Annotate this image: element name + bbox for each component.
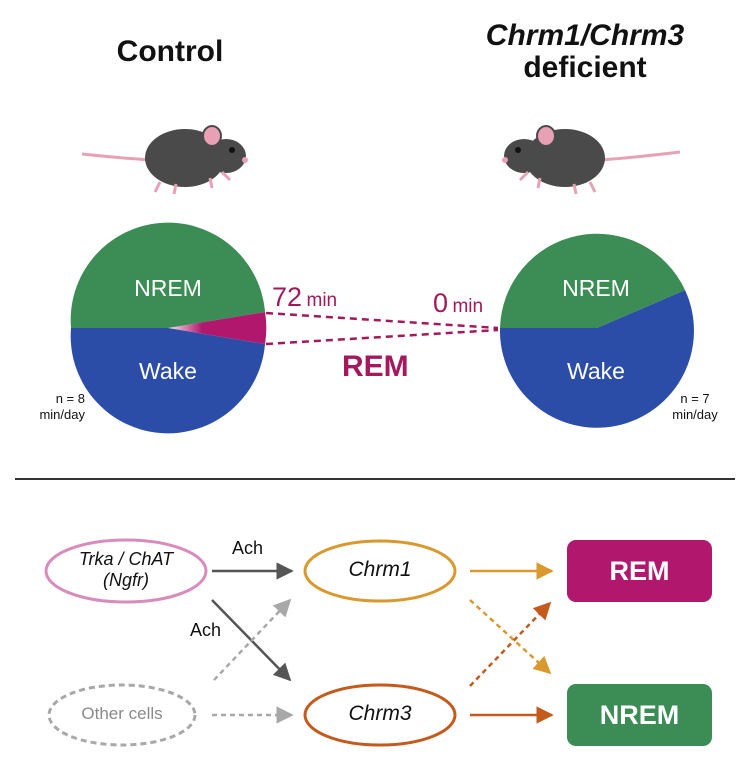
- control-pie-rem-slice: [168, 312, 267, 344]
- rem-state-box: REM: [567, 540, 712, 602]
- nrem-state-box: NREM: [567, 684, 712, 746]
- control-title: Control: [116, 35, 224, 68]
- rem-center-label: REM: [342, 350, 409, 383]
- control-rem-unit: min: [306, 290, 338, 311]
- rem-dashed-line-lower: [265, 328, 499, 346]
- section-divider: [15, 478, 735, 480]
- control-n-unit: min/day: [39, 407, 85, 422]
- ach-bottom-label: Ach: [190, 620, 222, 640]
- control-rem-minutes: 72 min: [272, 282, 337, 313]
- chrm3-node: Chrm3: [348, 702, 412, 725]
- deficient-mouse-icon: [502, 125, 681, 195]
- control-pie-wake-slice: [70, 328, 266, 434]
- control-pie: [70, 222, 267, 434]
- deficient-n-unit: min/day: [672, 407, 718, 422]
- control-n-stat: n = 8 min/day: [15, 391, 85, 423]
- trka-chat-node: Trka / ChAT (Ngfr): [50, 549, 202, 591]
- control-pie-nrem-slice: [70, 222, 266, 328]
- deficient-title-line1: Chrm1/Chrm3: [485, 19, 685, 52]
- trka-chat-node-outline: [44, 538, 208, 604]
- control-rem-value: 72: [272, 282, 303, 312]
- ngfr-label: (Ngfr): [103, 570, 149, 590]
- other-cells-node-outline: [47, 683, 197, 747]
- deficient-n-stat: n = 7 min/day: [665, 391, 725, 423]
- ach-top-label: Ach: [232, 538, 264, 558]
- deficient-title-line2: deficient: [523, 51, 647, 84]
- deficient-pie: [499, 233, 694, 428]
- deficient-pie-nrem-label: NREM: [562, 275, 630, 301]
- rem-dashed-line-upper: [265, 311, 499, 330]
- deficient-rem-value: 0: [433, 288, 449, 318]
- other-to-chrm1-arrow: [213, 598, 292, 681]
- other-cells-node: Other cells: [81, 704, 163, 723]
- deficient-title: Chrm1/Chrm3 deficient: [455, 20, 715, 84]
- control-pie-wake-label: Wake: [139, 358, 197, 384]
- trka-chat-label: Trka / ChAT: [78, 549, 174, 569]
- control-mouse-icon: [81, 125, 248, 195]
- deficient-pie-wake-slice: [499, 290, 694, 428]
- deficient-pie-nrem-slice: [500, 233, 685, 328]
- control-pie-nrem-label: NREM: [134, 275, 202, 301]
- deficient-pie-wake-label: Wake: [567, 358, 625, 384]
- deficient-rem-unit: min: [452, 296, 484, 317]
- chrm1-node-outline: [303, 539, 457, 603]
- control-n-count: n = 8: [55, 391, 85, 406]
- deficient-rem-minutes: 0 min: [433, 288, 483, 319]
- deficient-n-count: n = 7: [680, 391, 710, 406]
- chrm3-node-outline: [303, 683, 457, 747]
- chrm1-node: Chrm1: [348, 558, 412, 581]
- chrm3-to-rem-arrow: [469, 601, 552, 687]
- chrm1-to-nrem-arrow: [469, 599, 552, 675]
